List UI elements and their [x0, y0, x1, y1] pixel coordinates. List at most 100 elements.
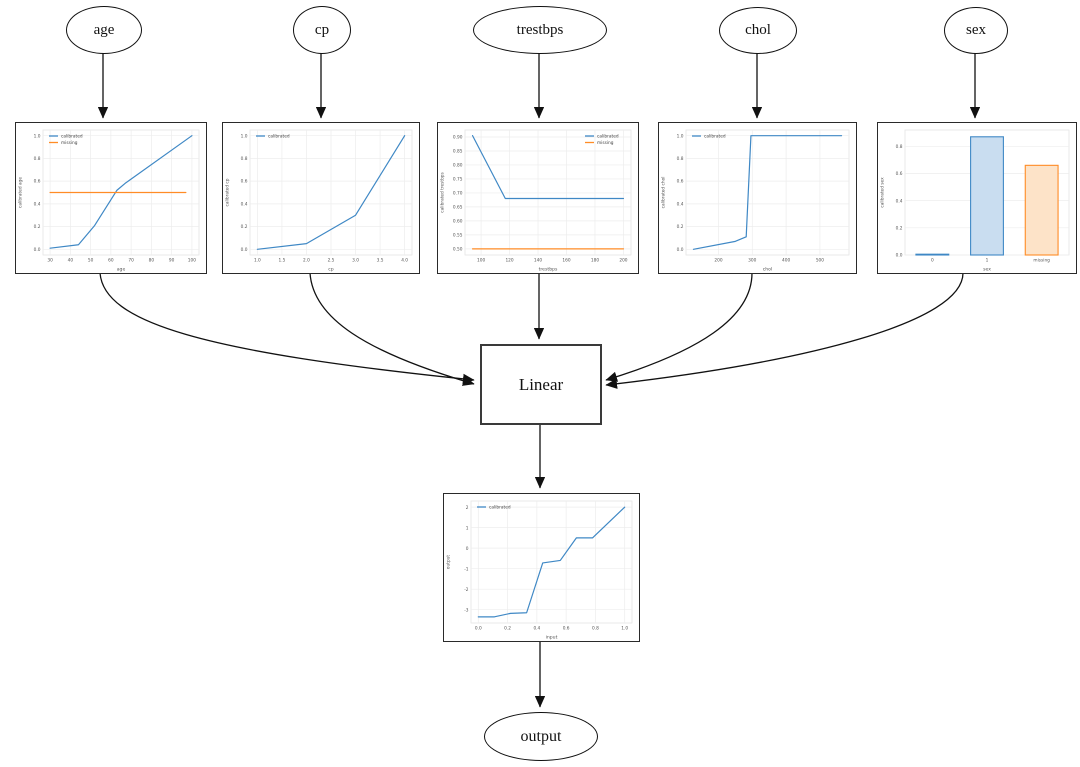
svg-text:300: 300	[748, 258, 756, 264]
svg-text:0.80: 0.80	[453, 163, 463, 169]
svg-text:missing: missing	[61, 140, 78, 146]
svg-text:0.70: 0.70	[453, 191, 463, 197]
svg-text:0.4: 0.4	[241, 201, 248, 207]
svg-text:0.0: 0.0	[677, 247, 684, 253]
svg-text:0.0: 0.0	[896, 253, 903, 259]
svg-text:0.75: 0.75	[453, 177, 463, 183]
node-linear: Linear	[480, 344, 602, 425]
svg-text:calibrated trestbps: calibrated trestbps	[440, 171, 446, 212]
svg-text:0.2: 0.2	[241, 224, 248, 230]
edge-age-calibrator-to-linear	[99, 272, 475, 385]
svg-text:calibrated cp: calibrated cp	[225, 178, 231, 206]
node-trestbps-label: trestbps	[516, 21, 564, 38]
node-chol-label: chol	[745, 22, 771, 38]
svg-text:0: 0	[466, 546, 469, 552]
svg-text:0.6: 0.6	[241, 179, 248, 185]
svg-text:400: 400	[782, 258, 790, 264]
svg-text:calibrated: calibrated	[597, 134, 619, 140]
svg-text:60: 60	[108, 258, 114, 264]
svg-text:0.2: 0.2	[896, 225, 903, 231]
edge-cp-calibrator-to-linear	[309, 272, 475, 386]
svg-text:calibrated: calibrated	[268, 134, 290, 140]
node-output: output	[484, 712, 598, 761]
svg-text:0.0: 0.0	[34, 247, 41, 253]
node-trestbps: trestbps	[473, 6, 607, 54]
svg-text:0.55: 0.55	[453, 232, 463, 238]
svg-text:0.50: 0.50	[453, 246, 463, 252]
svg-text:0.2: 0.2	[677, 224, 684, 230]
node-age: age	[66, 6, 142, 54]
svg-text:0.6: 0.6	[563, 626, 570, 632]
svg-text:0.6: 0.6	[896, 171, 903, 177]
svg-text:1.0: 1.0	[241, 133, 248, 139]
svg-text:sex: sex	[983, 268, 991, 273]
svg-text:0.8: 0.8	[592, 626, 599, 632]
svg-text:1.0: 1.0	[621, 626, 628, 632]
svg-text:missing: missing	[1033, 258, 1050, 264]
svg-text:1.0: 1.0	[677, 133, 684, 139]
svg-text:0.8: 0.8	[677, 156, 684, 162]
svg-text:90: 90	[169, 258, 175, 264]
svg-text:calibrated: calibrated	[61, 134, 83, 140]
svg-text:0.2: 0.2	[34, 224, 41, 230]
svg-text:1.0: 1.0	[254, 258, 261, 264]
svg-text:0.8: 0.8	[34, 156, 41, 162]
node-sex: sex	[944, 7, 1008, 54]
svg-text:missing: missing	[597, 140, 614, 146]
svg-text:160: 160	[562, 258, 570, 264]
svg-text:100: 100	[188, 258, 196, 264]
svg-text:0.65: 0.65	[453, 205, 463, 211]
node-chol: chol	[719, 7, 797, 54]
svg-text:3.5: 3.5	[377, 258, 384, 264]
svg-text:0.0: 0.0	[475, 626, 482, 632]
svg-text:-1: -1	[464, 566, 469, 572]
node-sex-label: sex	[966, 22, 986, 38]
svg-text:0.2: 0.2	[504, 626, 511, 632]
svg-text:200: 200	[714, 258, 722, 264]
svg-text:0.4: 0.4	[677, 201, 684, 207]
svg-text:140: 140	[534, 258, 542, 264]
svg-text:0: 0	[931, 258, 934, 264]
svg-text:120: 120	[505, 258, 513, 264]
svg-text:0.4: 0.4	[533, 626, 540, 632]
svg-text:1.0: 1.0	[34, 133, 41, 139]
svg-text:cp: cp	[328, 268, 334, 273]
svg-text:100: 100	[477, 258, 485, 264]
svg-text:0.90: 0.90	[453, 135, 463, 141]
node-age-label: age	[93, 21, 115, 38]
svg-text:input: input	[546, 635, 558, 641]
node-output-label: output	[520, 727, 562, 745]
svg-text:chol: chol	[763, 267, 773, 273]
svg-text:0.6: 0.6	[677, 179, 684, 185]
node-cp-label: cp	[314, 21, 330, 38]
svg-text:calibrated: calibrated	[489, 505, 511, 511]
svg-text:0.0: 0.0	[241, 247, 248, 253]
svg-text:0.4: 0.4	[34, 201, 41, 207]
svg-text:70: 70	[128, 258, 134, 264]
svg-text:2.5: 2.5	[328, 258, 335, 264]
svg-text:age: age	[117, 268, 126, 273]
svg-text:calibrated age: calibrated age	[18, 177, 24, 208]
svg-text:0.8: 0.8	[896, 144, 903, 150]
svg-text:1: 1	[466, 525, 469, 531]
svg-text:calibrated chol: calibrated chol	[661, 177, 667, 209]
svg-text:calibrated sex: calibrated sex	[880, 177, 886, 208]
svg-text:3.0: 3.0	[352, 258, 359, 264]
edge-sex-calibrator-to-linear	[605, 272, 964, 389]
svg-text:2: 2	[466, 505, 469, 511]
node-linear-label: Linear	[518, 374, 564, 394]
svg-text:trestbps: trestbps	[539, 267, 558, 273]
svg-text:0.4: 0.4	[896, 198, 903, 204]
svg-text:-3: -3	[464, 607, 469, 613]
svg-text:0.85: 0.85	[453, 149, 463, 155]
svg-text:30: 30	[47, 258, 53, 264]
svg-text:50: 50	[88, 258, 94, 264]
svg-text:-2: -2	[464, 587, 469, 593]
svg-text:180: 180	[591, 258, 599, 264]
svg-text:40: 40	[68, 258, 74, 264]
